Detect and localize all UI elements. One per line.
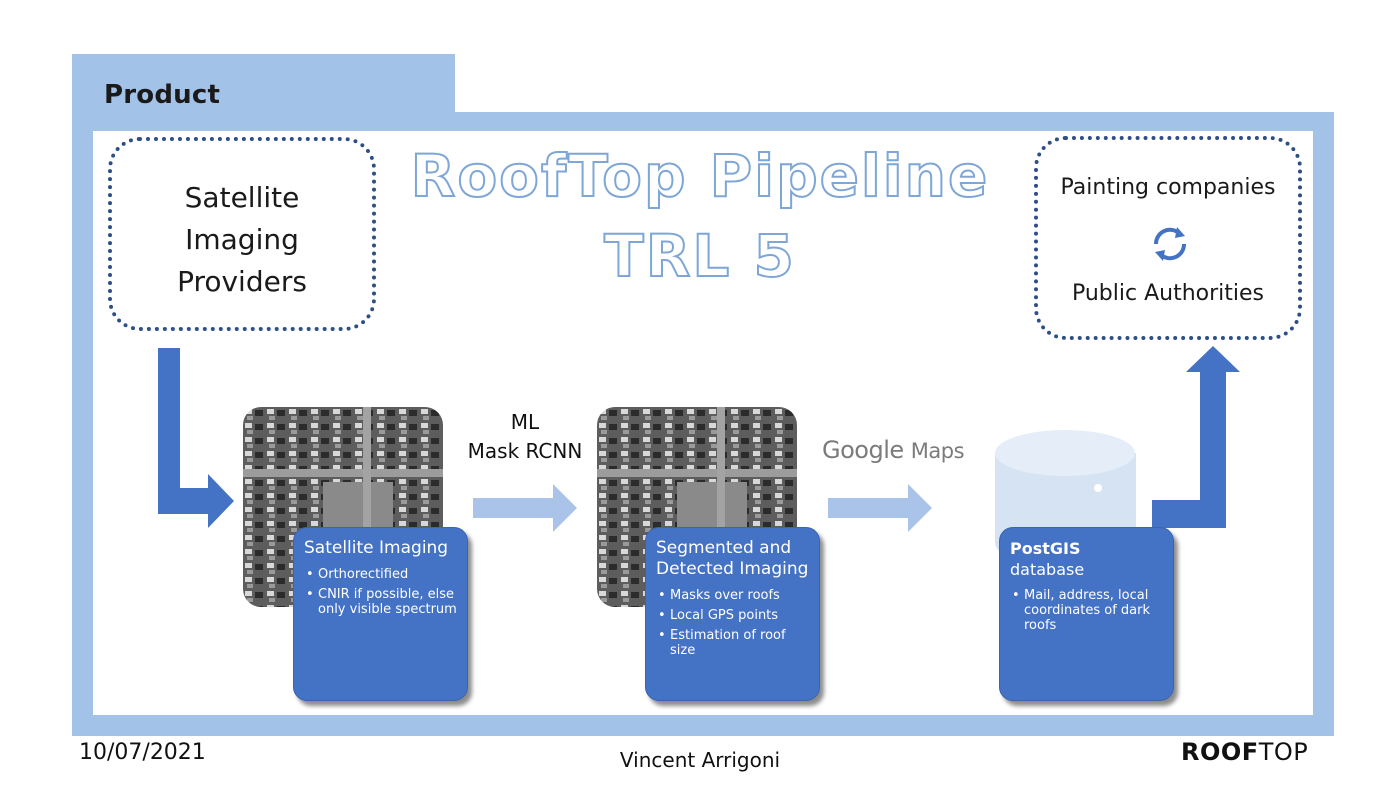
card-bullets: Orthorectified CNIR if possible, else on… xyxy=(304,567,457,617)
google-wordmark: Google xyxy=(822,436,904,464)
postgis-label: PostGIS xyxy=(1010,539,1081,558)
segmented-imaging-card: Segmented and Detected Imaging Masks ove… xyxy=(645,527,820,701)
satellite-providers-line-1: Satellite xyxy=(184,181,300,214)
rooftop-logo: ROOFTOP xyxy=(1181,738,1308,766)
database-to-clients-arrow xyxy=(1152,346,1240,528)
card-bullets: Mail, address, local coordinates of dark… xyxy=(1010,588,1163,633)
card-bullet: Masks over roofs xyxy=(658,588,809,603)
footer-date: 10/07/2021 xyxy=(79,740,206,765)
sync-icon xyxy=(1153,227,1187,261)
ml-label-line-2: Mask RCNN xyxy=(467,439,583,463)
headline-line-2: TRL 5 xyxy=(603,221,796,291)
tab-title: Product xyxy=(104,80,221,110)
card-bullet: Local GPS points xyxy=(658,608,809,623)
gmaps-arrow xyxy=(828,484,932,532)
card-bullets: Masks over roofs Local GPS points Estima… xyxy=(656,588,809,658)
headline: RoofTop Pipeline TRL 5 xyxy=(390,136,1010,296)
brand-light: TOP xyxy=(1258,738,1309,766)
ml-arrow xyxy=(473,484,577,532)
card-bullet: Mail, address, local coordinates of dark… xyxy=(1012,588,1163,633)
clients-box: Painting companies Public Authorities xyxy=(1034,136,1302,340)
card-title: PostGIS database xyxy=(1010,538,1163,580)
card-bullet: Orthorectified xyxy=(306,567,457,582)
satellite-imaging-card: Satellite Imaging Orthorectified CNIR if… xyxy=(293,527,468,701)
satellite-providers-box: Satellite Imaging Providers xyxy=(108,137,376,331)
satellite-providers-line-3: Providers xyxy=(177,265,307,298)
card-title: Satellite Imaging xyxy=(304,538,449,558)
google-maps-logo: Google Maps xyxy=(822,436,965,464)
product-tab xyxy=(72,54,455,120)
headline-line-1: RoofTop Pipeline xyxy=(410,141,990,211)
card-title: Segmented and Detected Imaging xyxy=(656,538,809,579)
postgis-card: PostGIS database Mail, address, local co… xyxy=(999,527,1174,701)
ml-label: ML Mask RCNN xyxy=(450,408,600,466)
painting-companies-label: Painting companies xyxy=(1060,175,1276,200)
satellite-providers-line-2: Imaging xyxy=(185,223,299,256)
public-authorities-label: Public Authorities xyxy=(1071,281,1265,306)
brand-bold: ROOF xyxy=(1181,738,1259,766)
footer-author: Vincent Arrigoni xyxy=(619,748,781,772)
card-bullet: CNIR if possible, else only visible spec… xyxy=(306,587,457,617)
database-label: database xyxy=(1010,560,1085,579)
satellite-providers-label: Satellite Imaging Providers xyxy=(112,177,372,303)
source-to-imaging-arrow xyxy=(158,348,234,528)
card-bullet: Estimation of roof size xyxy=(658,628,809,658)
maps-wordmark: Maps xyxy=(910,439,965,463)
ml-label-line-1: ML xyxy=(510,410,540,434)
